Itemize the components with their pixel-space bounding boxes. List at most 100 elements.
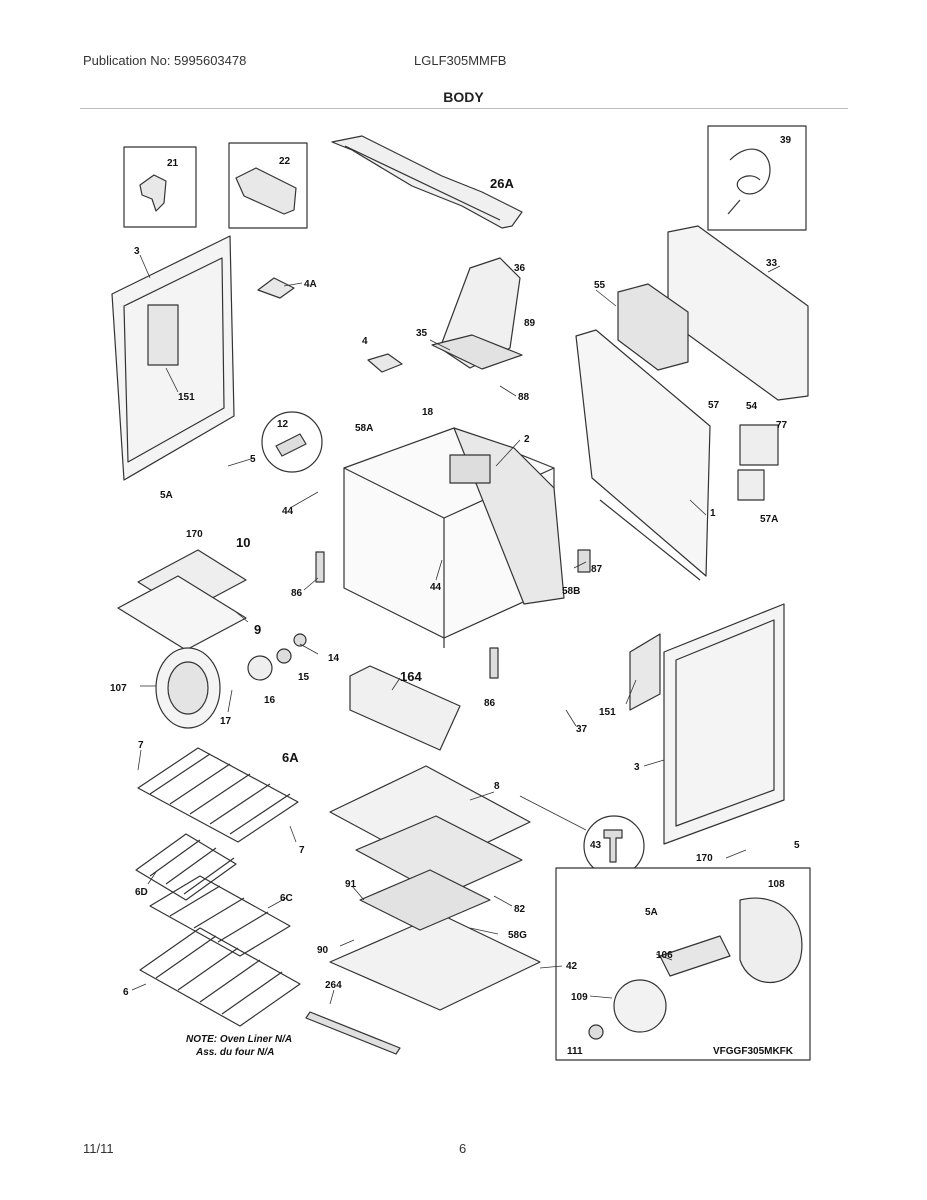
part-label: 89 [524,318,536,329]
part-21-box [123,146,197,228]
part-label: 44 [430,582,442,593]
part-label: 109 [571,992,588,1003]
part-label: 6D [135,887,148,898]
part-label: 90 [317,945,329,956]
part-label: 36 [514,263,526,274]
part-label: 7 [299,845,305,856]
part-label: 26A [490,176,514,191]
part-label: 4A [304,279,317,290]
part-label: 35 [416,328,428,339]
part-12-inset [261,411,323,473]
part-label: 6A [282,750,299,765]
part-label: 91 [345,879,357,890]
part-label: 108 [768,879,785,890]
part-label: 43 [590,840,602,851]
part-label: 15 [298,672,310,683]
part-4A-bracket [257,277,295,299]
footer-date: 11/11 [83,1141,114,1156]
part-label: 16 [264,695,276,706]
part-1-rear-frame [575,329,711,581]
part-107-fan-cover [155,647,221,729]
part-label: 55 [594,280,606,291]
part-label: 9 [254,622,261,637]
part-label: 6C [280,893,293,904]
section-title: BODY [443,89,484,105]
part-86-right-support [489,647,499,679]
part-10-broil-grid [117,549,247,651]
part-label: 58B [562,586,580,597]
part-6C-rack [149,875,291,957]
header-divider [80,108,848,109]
part-264-strip [305,1011,401,1055]
part-label: 22 [279,156,291,167]
part-label: 10 [236,535,250,550]
part-label: 42 [566,961,578,972]
part-label: 3 [134,246,140,257]
part-label: 18 [422,407,434,418]
part-label: 88 [518,392,530,403]
page-number: 6 [459,1141,467,1156]
publication-number: Publication No: 5995603478 [83,53,247,68]
part-label: 3 [634,762,640,773]
part-label: 5 [250,454,256,465]
part-3-right-side-panel [629,603,785,845]
part-86-left-support [315,551,325,583]
part-label: 170 [186,529,203,540]
part-22-box [228,142,308,229]
part-3-left-side-panel [111,235,235,481]
part-label: 37 [576,724,588,735]
part-15-socket [276,648,292,664]
part-label: 14 [328,653,340,664]
part-58G-element [359,869,491,931]
part-label: 82 [514,904,526,915]
part-label: 5A [160,490,173,501]
part-label: 164 [400,669,422,684]
part-6D-rack [135,833,237,901]
part-label: 7 [138,740,144,751]
part-label: 264 [325,980,342,991]
part-label: 39 [780,135,792,146]
part-label: 58A [355,423,373,434]
part-4-bracket [367,353,403,373]
part-label: 170 [696,853,713,864]
part-label: 44 [282,506,294,517]
part-label: 151 [178,392,195,403]
part-label: 57 [708,400,720,411]
part-label: 5 [794,840,800,851]
part-label: 5A [645,907,658,918]
part-label: 106 [656,950,673,961]
part-16-lens [247,655,273,681]
part-label: 1 [710,508,716,519]
part-42-base [329,913,541,1011]
part-label: 86 [484,698,496,709]
part-label: 21 [167,158,179,169]
convection-fan-kit-box [555,867,811,1061]
part-label: 86 [291,588,303,599]
part-label: 4 [362,336,368,347]
part-6-rack [139,927,301,1027]
part-87-block [577,549,591,573]
part-label: 57A [760,514,778,525]
part-label: 6 [123,987,129,998]
part-label: 87 [591,564,603,575]
part-label: 107 [110,683,127,694]
part-label: 58G [508,930,527,941]
part-label: 54 [746,401,758,412]
part-label: 17 [220,716,232,727]
part-6A-rack [137,747,299,843]
note-line-french: Ass. du four N/A [196,1047,275,1058]
part-label: 77 [776,420,788,431]
part-label: 151 [599,707,616,718]
part-36-vent-duct [431,257,523,370]
kit-code: VFGGF305MKFK [713,1046,794,1057]
model-number: LGLF305MMFB [414,53,507,68]
part-39-cord-box [707,125,807,231]
oven-cavity-assembly [343,427,565,648]
part-label: 12 [277,419,289,430]
part-14-bulb [293,633,307,647]
part-label: 111 [567,1046,583,1057]
part-label: 2 [524,434,530,445]
part-57A-bracket [737,469,765,501]
part-164-frame [349,665,461,751]
